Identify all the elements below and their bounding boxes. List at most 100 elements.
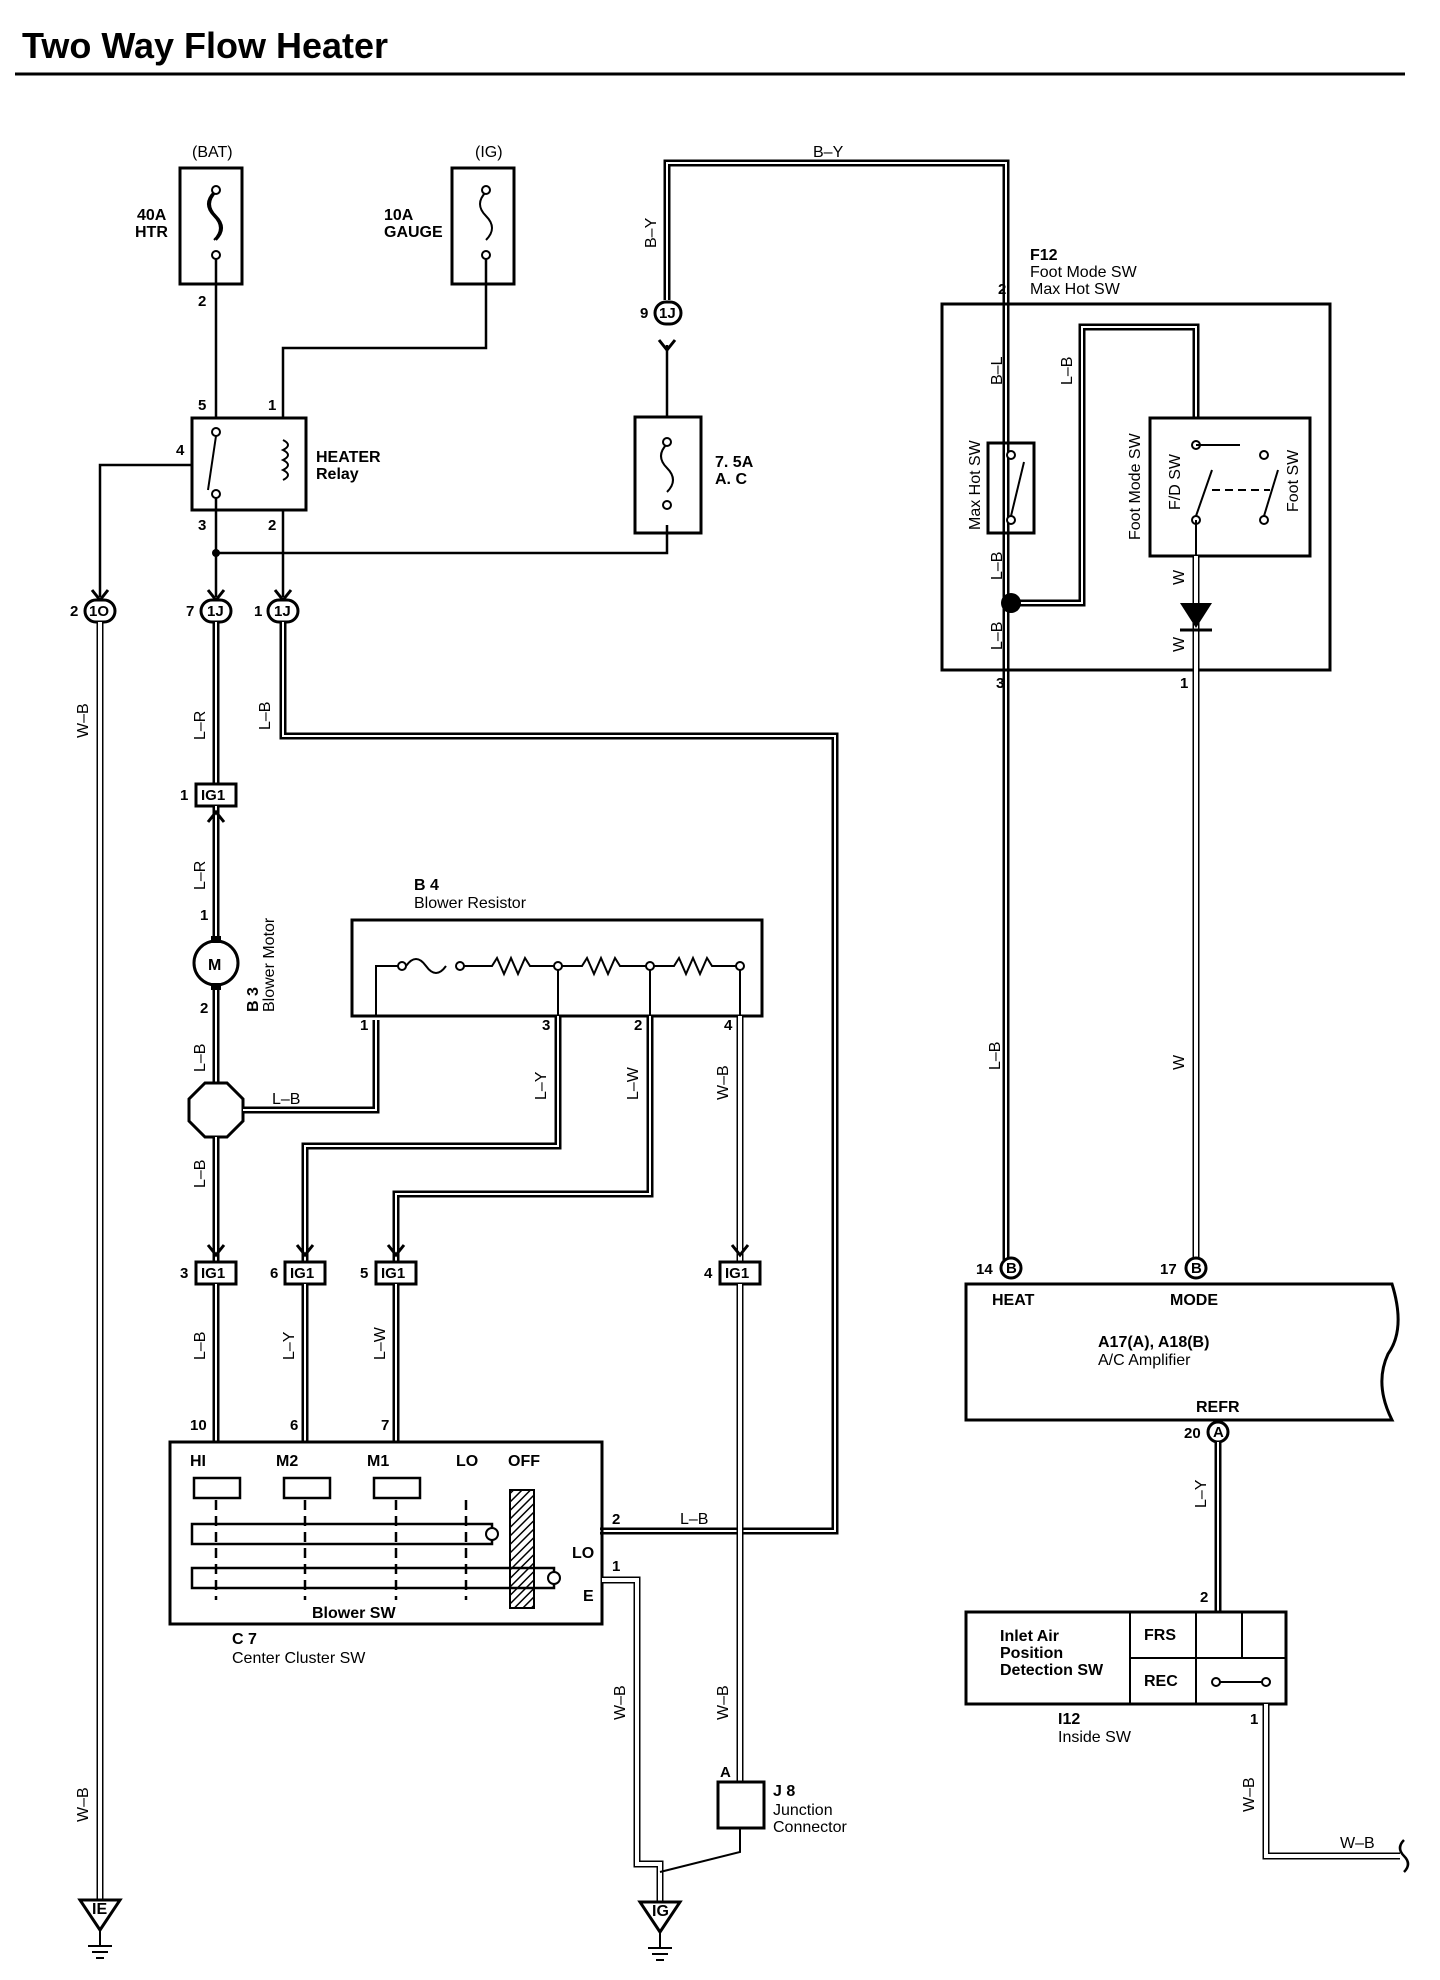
- resistor-fuse: [405, 958, 447, 974]
- wire-w-1: W: [1171, 569, 1188, 585]
- amp-conn-17-label: B: [1191, 1260, 1202, 1277]
- switch-lo-side: LO: [572, 1545, 594, 1562]
- wire-lb-splice: L–B: [272, 1091, 300, 1108]
- htr-fuse-amp: 40A: [137, 207, 167, 224]
- wire-w-2: W: [1171, 636, 1188, 652]
- connector-ig1-5-pin: 5: [360, 1265, 368, 1282]
- relay-name: HEATER: [316, 449, 381, 466]
- ground-ig-label: IG: [652, 1903, 669, 1920]
- gauge-fuse-amp: 10A: [384, 207, 414, 224]
- amp-pin17: 17: [1160, 1261, 1177, 1278]
- switch-m2: M2: [276, 1453, 298, 1470]
- resistor-code: B 4: [414, 877, 439, 894]
- switch-code: C 7: [232, 1631, 257, 1648]
- wire-wb-left-1: W–B: [75, 703, 92, 738]
- wire-lb-amp: L–B: [987, 1042, 1004, 1070]
- ac-fuse-element: [660, 443, 674, 493]
- htr-pin: 2: [198, 293, 206, 310]
- resistor-r3: [654, 955, 737, 977]
- resistor-r2: [562, 955, 648, 977]
- amp-refr: REFR: [1196, 1399, 1240, 1416]
- wire-lb-sw: L–B: [192, 1332, 209, 1360]
- connector-1j-a-label: 1J: [207, 603, 224, 620]
- switch-hi: HI: [190, 1453, 206, 1470]
- foot-mode-switch: [940, 302, 1332, 672]
- connector-1o-label: 1O: [89, 603, 109, 620]
- motor-name: Blower Motor: [261, 917, 278, 1012]
- htr-fuse: [178, 166, 244, 286]
- wire-lr-1: L–R: [192, 711, 209, 740]
- switch-pin1: 1: [612, 1558, 620, 1575]
- connector-ig1-3-label: IG1: [201, 1265, 225, 1282]
- amp-conn-20-label: A: [1213, 1424, 1224, 1441]
- amp-name: A/C Amplifier: [1098, 1352, 1191, 1369]
- f12-name1: Foot Mode SW: [1030, 264, 1138, 281]
- inside-sw-line2: Position: [1000, 1645, 1063, 1662]
- wire-break-mark: [1398, 1839, 1410, 1873]
- resistor-r1: [464, 955, 558, 977]
- switch-pin6: 6: [290, 1417, 298, 1434]
- switch-contact-hi: [192, 1476, 242, 1500]
- amp-mode: MODE: [1170, 1292, 1218, 1309]
- connector-ig1-1-label: IG1: [201, 787, 225, 804]
- wire-wb-j8: W–B: [715, 1685, 732, 1720]
- connector-1o-pin: 2: [70, 603, 78, 620]
- connector-1j-top: [653, 300, 683, 326]
- relay-pin5: 5: [198, 397, 206, 414]
- wire-wb-inside-end: W–B: [1340, 1835, 1375, 1852]
- resistor-pin4: 4: [724, 1017, 733, 1034]
- foot-sw-label: Foot SW: [1285, 449, 1302, 512]
- relay-pin2: 2: [268, 517, 276, 534]
- htr-fuse-element: [207, 191, 223, 241]
- amp-conn-14-label: B: [1006, 1260, 1017, 1277]
- f12-pin1: 1: [1180, 675, 1188, 692]
- wire-by-top: B–Y: [813, 144, 844, 161]
- switch-pin7: 7: [381, 1417, 389, 1434]
- wire-by-side: B–Y: [643, 217, 660, 248]
- wire-lb-f12b: L–B: [989, 622, 1006, 650]
- inside-sw-pin2: 2: [1200, 1589, 1208, 1606]
- wire-wb-left-2: W–B: [75, 1787, 92, 1822]
- j8-pin-a: A: [720, 1764, 731, 1781]
- switch-slider-2: [190, 1566, 556, 1590]
- inside-sw-rec: REC: [1144, 1673, 1178, 1690]
- splice-f12: [1001, 593, 1021, 613]
- switch-lo: LO: [456, 1453, 478, 1470]
- wire-bl: B–L: [989, 356, 1006, 385]
- wire-lw-res: L–W: [625, 1066, 642, 1100]
- j8-code: J 8: [773, 1783, 795, 1800]
- switch-off: OFF: [508, 1453, 540, 1470]
- connector-ig1-4-label: IG1: [725, 1265, 749, 1282]
- wire-lb-foot: L–B: [1059, 357, 1076, 385]
- motor-code: B 3: [245, 987, 262, 1012]
- relay-sub: Relay: [316, 466, 359, 483]
- connector-1j-b-pin: 1: [254, 603, 262, 620]
- switch-e: E: [583, 1588, 594, 1605]
- page-title: Two Way Flow Heater: [22, 25, 388, 66]
- resistor-pin3: 3: [542, 1017, 550, 1034]
- splice-point: [187, 1081, 245, 1139]
- connector-1j-b-label: 1J: [274, 603, 291, 620]
- wire-w-3: W: [1171, 1054, 1188, 1070]
- switch-m1: M1: [367, 1453, 389, 1470]
- j8-name1: Junction: [773, 1802, 833, 1819]
- connector-1j-top-pin: 9: [640, 305, 648, 322]
- junction-connector-j8: [716, 1780, 766, 1830]
- wire-ly-amp: L–Y: [1193, 1479, 1210, 1508]
- inside-sw-frs: FRS: [1144, 1627, 1176, 1644]
- relay-pin4: 4: [176, 442, 185, 459]
- heater-relay: [190, 416, 308, 512]
- wire-wb-inside: W–B: [1241, 1777, 1258, 1812]
- f12-pin2: 2: [998, 281, 1006, 298]
- relay-coil: [280, 439, 289, 481]
- ground-ie: [77, 1898, 123, 1933]
- inside-sw-line3: Detection SW: [1000, 1662, 1104, 1679]
- ac-amplifier: [964, 1282, 1400, 1422]
- connector-ig1-6-pin: 6: [270, 1265, 278, 1282]
- wire-ly-sw: L–Y: [281, 1331, 298, 1360]
- ac-fuse: [633, 415, 703, 535]
- wire-lw-sw: L–W: [372, 1326, 389, 1360]
- wire-wb-switch: W–B: [612, 1685, 629, 1720]
- inside-sw-name: Inside SW: [1058, 1729, 1132, 1746]
- resistor-name: Blower Resistor: [414, 895, 527, 912]
